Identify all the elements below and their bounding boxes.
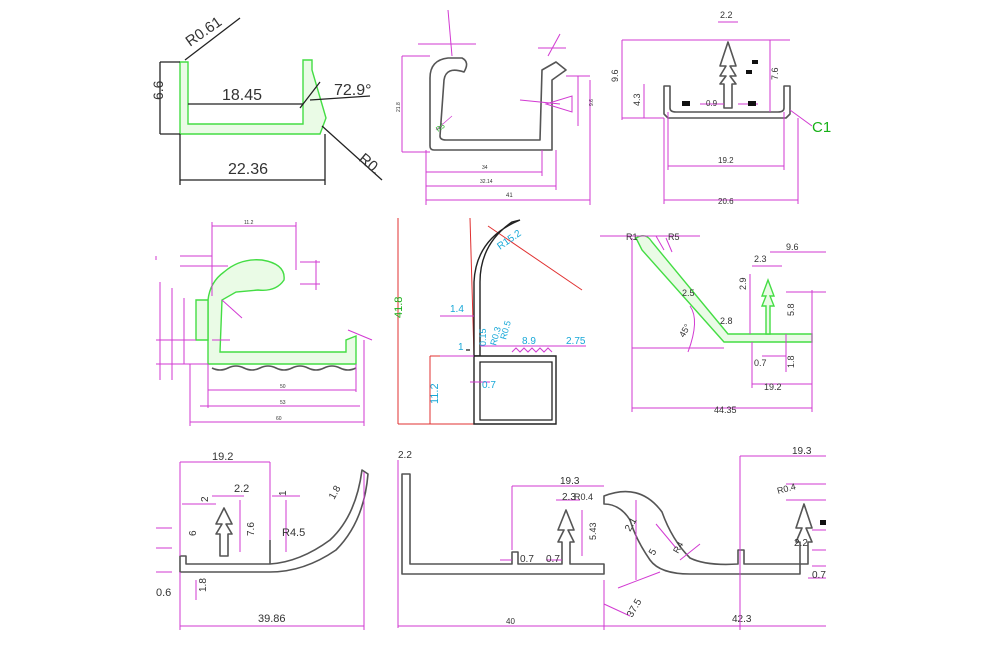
panel-5-profile: 41.8 11.2 R15.2 1.4 1 0.15 R0.3 R0.5 8.9… [393,217,586,425]
p7-bottom-height-label: 1.8 [198,578,209,592]
p5-d-label: R0.3 [488,326,503,347]
p8-b-label: R0.4 [574,492,593,502]
p7-h2-label: 7.6 [246,522,257,536]
p1-angle-label: 72.9° [334,82,372,99]
panel-4-profile: 11.2 50 53 60 [155,220,373,426]
p8-t2-label: 0.7 [546,554,560,565]
p8-stem-width-label: 19.3 [560,476,580,487]
p3-chamfer-label: C1 [812,119,831,136]
p3-outer-width-label: 20.6 [718,197,734,206]
p1-radius-bottom-label: R0. [355,150,384,178]
p8-total-width-label: 40 [506,617,515,626]
p3-left-height-label: 4.3 [632,93,642,106]
p5-w2-label: 2.75 [566,336,586,347]
p5-thickness-label: 0.7 [482,380,496,391]
p6-t1-label: 2.5 [682,288,695,298]
p6-t3-label: 0.7 [754,358,767,368]
panel-9-profile: 2.1 5 R4 37.5 42.3 [603,490,826,627]
p9-t-label: 5 [647,547,660,558]
p6-stem-width-label: 2.3 [754,254,767,264]
p6-total-width-label: 44.35 [714,405,737,415]
p5-a-label: 1.4 [450,304,464,315]
p3-top-width-label: 2.2 [720,10,733,20]
p1-left-height-label: 6.6 [150,80,166,100]
p5-e-label: R0.5 [498,320,513,341]
p5-lower-height-label: 11.2 [429,383,441,404]
p7-b-label: 2 [200,496,211,502]
panel-10-profile: 19.3 R0.4 2.2 0.7 [739,446,826,630]
panel-2-profile: 41 32.14 34 R5 21.8 9.6 [396,9,595,205]
p9-total-width-label: 42.3 [732,614,752,625]
p4-top-label: 11.2 [244,220,254,226]
p4-bottom1-label: 50 [280,384,286,390]
p2-bottom-dim-label: 41 [506,193,513,199]
p5-total-height-label: 41.8 [393,297,405,318]
p7-total-width-label: 39.86 [258,613,286,625]
p6-top-width-label: 9.6 [786,242,799,252]
p6-h2-label: 5.8 [786,303,796,316]
panel-6-profile: R1 R5 2.5 2.8 45° 9.6 2.3 2.9 5.8 1.8 0.… [600,232,826,415]
p7-c-label: 1 [278,490,289,496]
p4-bottom2-label: 53 [280,400,286,406]
p10-a-label: 2.2 [794,538,808,549]
p6-t2-label: 2.8 [720,316,733,326]
p1-outer-width-label: 22.36 [228,161,268,178]
p9-r2-label: R4 [671,540,685,555]
p3-inner-width-label: 19.2 [718,156,734,165]
p7-top-width-label: 19.2 [212,451,233,463]
panel-1-profile: R0.61 18.45 72.9° 22.36 R0. 6.6 [150,13,384,185]
p8-top-width-label: 2.2 [398,450,412,461]
panel-8-profile: 2.2 19.3 2.3 R0.4 5.43 0.7 0.7 40 [397,450,605,630]
p3-right-height-label: 7.6 [770,67,780,80]
p2-inner-radius-label: R5 [435,123,446,134]
p6-r2-label: R5 [668,232,680,242]
p7-r-label: R4.5 [282,527,305,539]
p9-angle-label: 37.5 [625,597,644,620]
p7-a-label: 2.2 [234,483,249,495]
p7-t-label: 1.8 [327,484,344,502]
p6-angle-label: 45° [677,322,693,339]
p8-h-label: 5.43 [588,522,598,540]
p6-inner-width-label: 19.2 [764,382,782,392]
p5-c-label: 0.15 [478,328,488,346]
p7-h1-label: 6 [188,530,199,536]
p2-left-height-label: 21.8 [396,102,402,112]
p5-b-label: 1 [458,342,464,353]
p7-left-label: 0.6 [156,587,171,599]
p3-thickness-label: 0.9 [706,99,718,108]
p3-total-height-label: 9.6 [610,69,620,82]
p1-inner-width-label: 18.45 [222,87,262,104]
p8-a-label: 2.3 [562,492,576,503]
p2-middle-dim-label: 32.14 [480,179,493,185]
p8-t1-label: 0.7 [520,554,534,565]
p1-radius-top-label: R0.61 [183,13,226,50]
p6-r1-label: R1 [626,232,638,242]
panel-7-profile: 19.2 2.2 2 1 6 7.6 R4.5 1.8 0.6 1.8 39.8… [156,451,369,630]
p9-r1-label: 2.1 [623,516,640,534]
p6-h3-label: 1.8 [786,355,796,368]
p2-right-height-label: 9.6 [589,99,595,106]
p4-bottom3-label: 60 [276,416,282,422]
p10-top-width-label: 19.3 [792,446,812,457]
p10-thickness-label: 0.7 [812,570,826,581]
panel-3-profile: 2.2 9.6 4.3 7.6 0.9 19.2 20.6 C1 [610,10,831,206]
p5-w1-label: 8.9 [522,336,536,347]
p2-inner-dim-label: 34 [482,165,488,171]
p6-h1-label: 2.9 [738,277,748,290]
p10-radius-label: R0.4 [776,481,797,496]
